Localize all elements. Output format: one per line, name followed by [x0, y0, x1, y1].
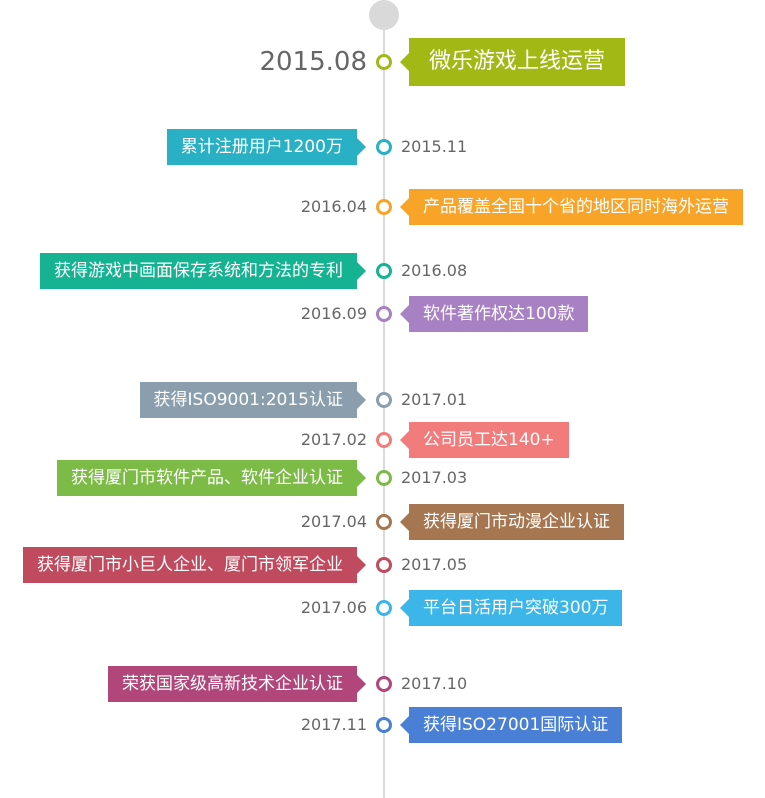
event-label: 获得游戏中画面保存系统和方法的专利: [40, 253, 366, 289]
event-date: 2016.04: [300, 197, 367, 216]
event-date: 2017.11: [300, 715, 367, 734]
event-date: 2017.05: [401, 555, 468, 574]
event-dot: [376, 600, 392, 616]
event-dot: [376, 717, 392, 733]
event-label: 平台日活用户突破300万: [399, 590, 623, 626]
event-date: 2017.01: [401, 390, 468, 409]
event-label: 获得厦门市动漫企业认证: [400, 504, 624, 540]
event-dot: [376, 432, 392, 448]
event-label: 获得厦门市小巨人企业、厦门市领军企业: [23, 547, 366, 583]
event-dot: [376, 514, 392, 530]
event-date: 2017.02: [300, 430, 367, 449]
event-dot: [376, 306, 392, 322]
event-dot: [376, 263, 392, 279]
event-label: 微乐游戏上线运营: [399, 38, 626, 86]
event-label: 荣获国家级高新技术企业认证: [108, 666, 366, 702]
event-label: 累计注册用户1200万: [166, 129, 367, 165]
event-dot: [376, 470, 392, 486]
event-dot: [376, 557, 392, 573]
event-label: 获得厦门市软件产品、软件企业认证: [57, 460, 366, 496]
event-date: 2015.11: [401, 137, 468, 156]
event-dot: [376, 392, 392, 408]
event-label: 产品覆盖全国十个省的地区同时海外运营: [400, 189, 743, 225]
event-date: 2017.06: [300, 598, 367, 617]
event-label: 公司员工达140+: [400, 422, 569, 458]
event-date: 2015.08: [259, 47, 367, 77]
timeline-top-knob: [369, 0, 399, 30]
event-label: 获得ISO27001国际认证: [399, 707, 623, 743]
event-date: 2016.08: [401, 261, 468, 280]
event-dot: [376, 676, 392, 692]
event-label: 获得ISO9001:2015认证: [139, 382, 367, 418]
event-date: 2017.04: [300, 512, 367, 531]
event-dot: [376, 139, 392, 155]
event-dot: [376, 199, 392, 215]
event-date: 2017.03: [401, 468, 468, 487]
event-dot: [376, 54, 392, 70]
event-date: 2016.09: [300, 304, 367, 323]
event-date: 2017.10: [401, 674, 468, 693]
event-label: 软件著作权达100款: [399, 296, 589, 332]
